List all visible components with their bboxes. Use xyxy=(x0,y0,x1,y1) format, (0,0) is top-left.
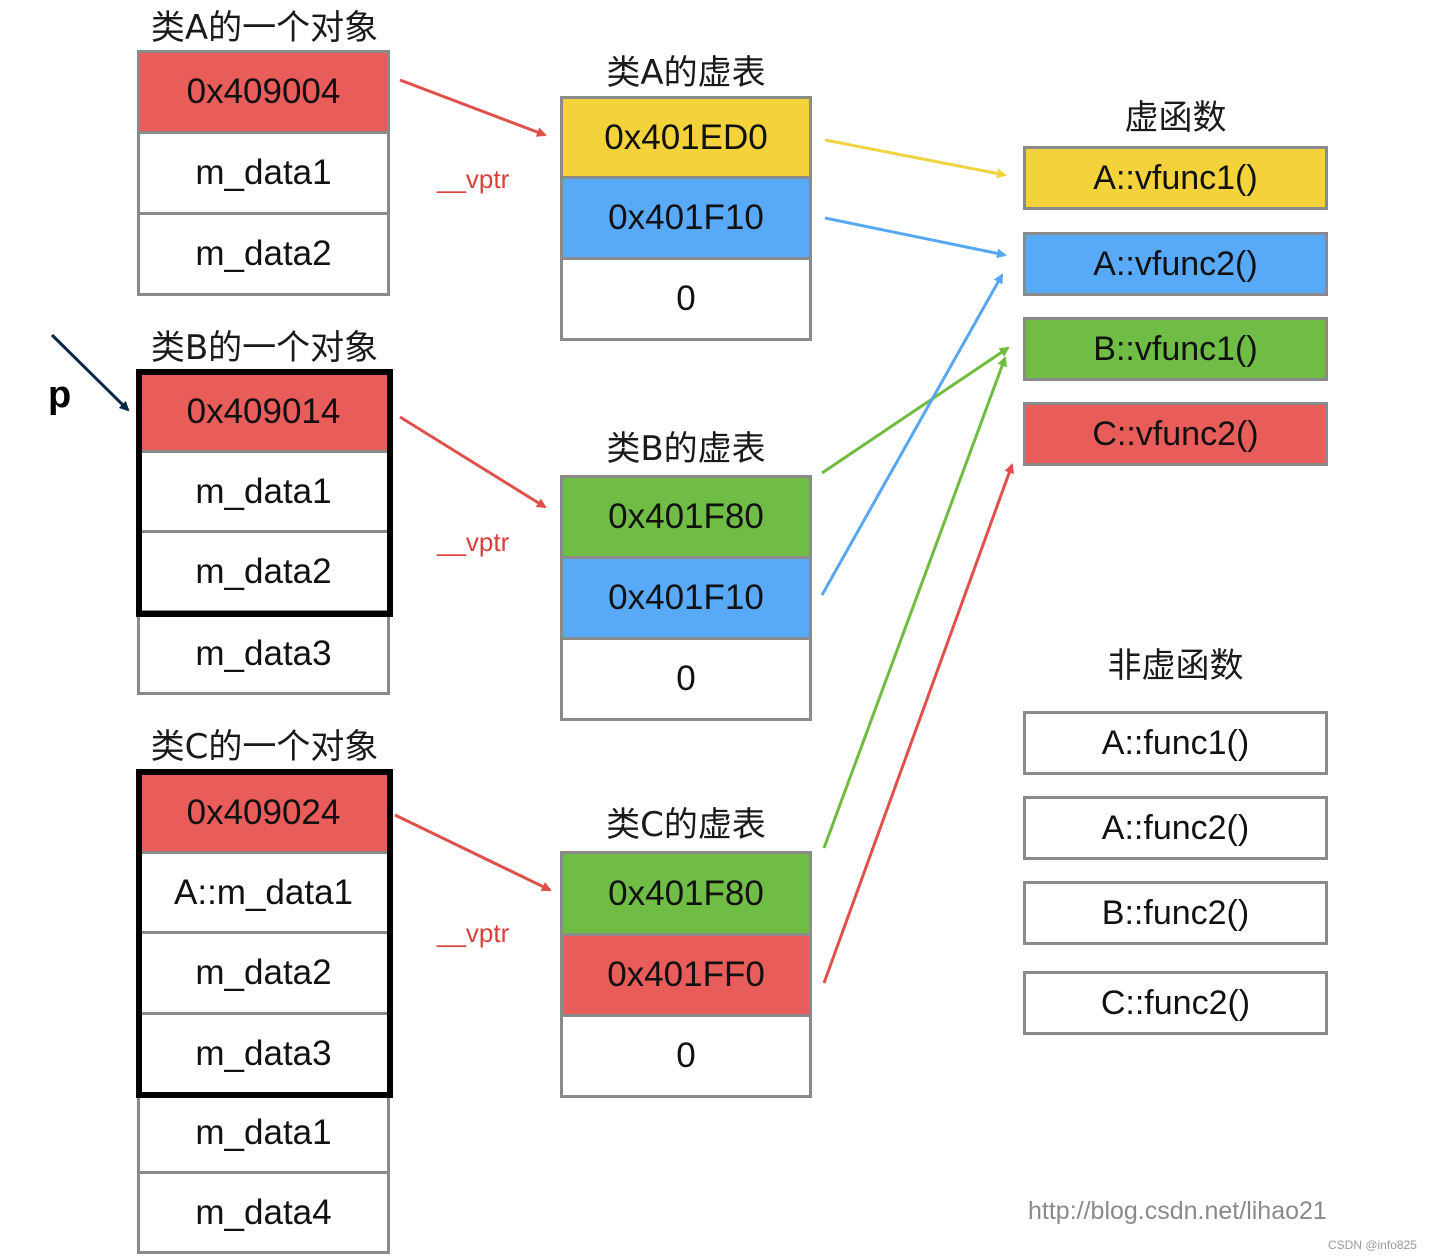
vtable-a-slot: 0x401ED0 xyxy=(560,96,812,179)
arrow-vtable-a-slot1 xyxy=(824,138,1007,179)
virtual-function-box: B::vfunc1() xyxy=(1023,317,1328,381)
virtual-function-box: A::vfunc1() xyxy=(1023,146,1328,210)
vtable-a-slot: 0 xyxy=(560,257,812,341)
object-a-title: 类A的一个对象 xyxy=(150,8,379,48)
object-c-vptr-cell: 0x409024 xyxy=(137,772,390,854)
object-a-cell: m_data2 xyxy=(137,212,390,296)
arrow-p-to-object-b xyxy=(50,333,130,412)
arrow-vtable-b-slot2 xyxy=(820,273,1004,596)
non-virtual-functions-title: 非虚函数 xyxy=(1107,646,1244,686)
virtual-function-box: C::vfunc2() xyxy=(1023,402,1328,466)
object-b-cell: m_data1 xyxy=(137,450,390,533)
object-c-cell: m_data3 xyxy=(137,1012,390,1095)
arrow-vtable-c-slot2 xyxy=(822,463,1014,984)
arrow-vptr-a xyxy=(399,78,547,137)
vptr-label: __vptr xyxy=(437,918,510,948)
source-url: http://blog.csdn.net/lihao21 xyxy=(1028,1197,1327,1225)
non-virtual-function-box: B::func2() xyxy=(1023,881,1328,945)
pointer-p-label: p xyxy=(48,374,72,416)
virtual-function-box: A::vfunc2() xyxy=(1023,232,1328,296)
object-c-cell: m_data2 xyxy=(137,931,390,1015)
object-c-cell: m_data4 xyxy=(137,1171,390,1254)
object-a-vptr-cell: 0x409004 xyxy=(137,50,390,134)
arrow-vptr-c xyxy=(394,813,552,892)
vtable-a-slot: 0x401F10 xyxy=(560,176,812,260)
vtable-c-slot: 0 xyxy=(560,1014,812,1098)
vtable-b-slot: 0x401F10 xyxy=(560,556,812,640)
object-b-title: 类B的一个对象 xyxy=(150,328,379,368)
vptr-label: __vptr xyxy=(437,164,510,194)
object-c-cell: A::m_data1 xyxy=(137,851,390,934)
vtable-c-slot: 0x401F80 xyxy=(560,851,812,936)
object-a-cell: m_data1 xyxy=(137,131,390,215)
arrow-vtable-c-slot1 xyxy=(822,356,1007,849)
vtable-b-slot: 0 xyxy=(560,637,812,721)
vtable-b-slot: 0x401F80 xyxy=(560,475,812,559)
vptr-label: __vptr xyxy=(437,527,510,557)
object-c-cell: m_data1 xyxy=(137,1092,390,1174)
non-virtual-function-box: A::func1() xyxy=(1023,711,1328,775)
arrow-vtable-b-slot1 xyxy=(821,346,1010,475)
object-b-vptr-cell: 0x409014 xyxy=(137,371,390,453)
arrow-vtable-a-slot2 xyxy=(824,216,1007,259)
vtable-c-title: 类C的虚表 xyxy=(606,805,766,845)
vtable-b-title: 类B的虚表 xyxy=(606,429,766,469)
vtable-c-slot: 0x401FF0 xyxy=(560,933,812,1017)
object-b-cell: m_data3 xyxy=(137,613,390,695)
non-virtual-function-box: C::func2() xyxy=(1023,971,1328,1035)
arrow-vptr-b xyxy=(399,415,547,509)
vtable-a-title: 类A的虚表 xyxy=(606,53,766,93)
object-b-cell: m_data2 xyxy=(137,530,390,613)
object-c-title: 类C的一个对象 xyxy=(150,727,379,767)
watermark: CSDN @info825 xyxy=(1328,1238,1417,1252)
non-virtual-function-box: A::func2() xyxy=(1023,796,1328,860)
virtual-functions-title: 虚函数 xyxy=(1124,98,1227,138)
